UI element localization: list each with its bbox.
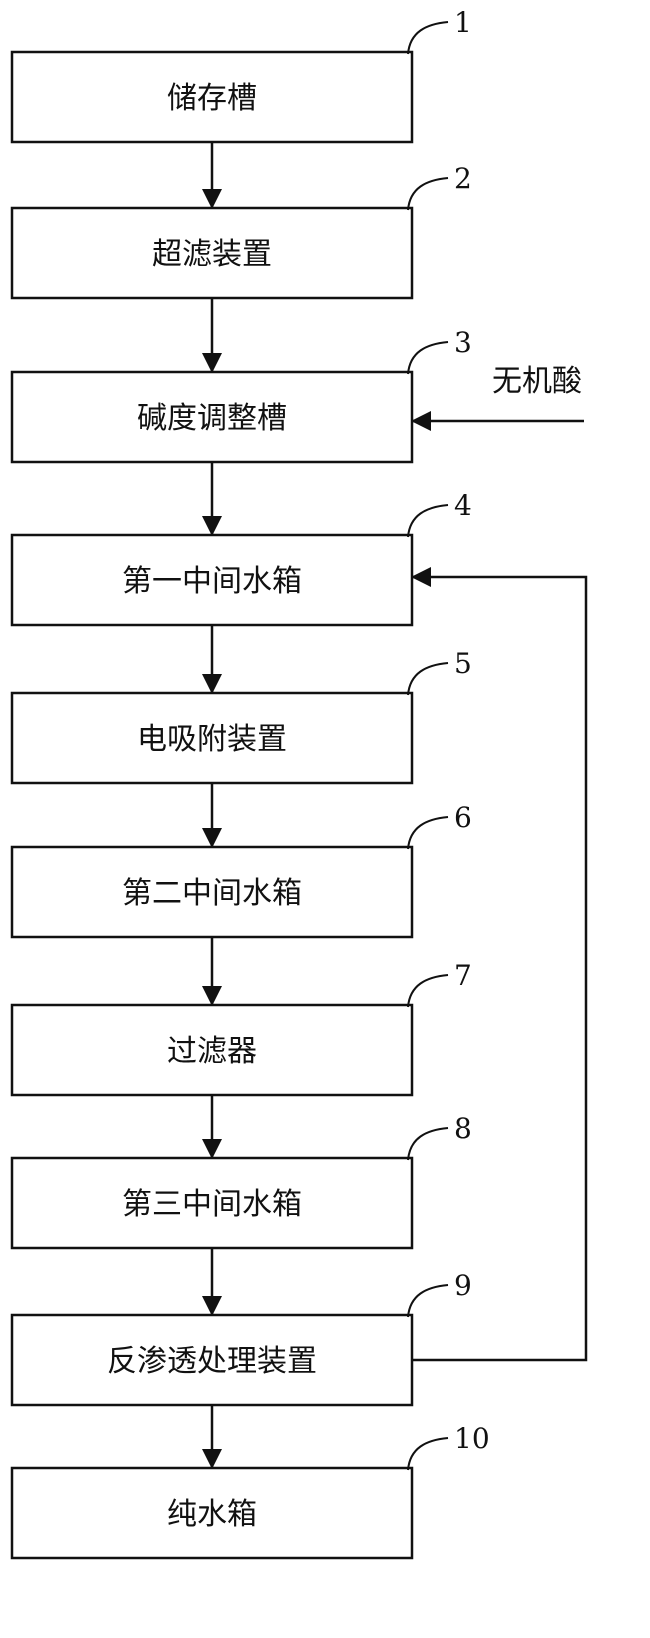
reference-number: 7 [454,959,472,992]
process-label: 第一中间水箱 [122,564,302,599]
process-label: 碱度调整槽 [137,401,287,436]
reference-leader [407,21,449,55]
process-box [10,1156,414,1250]
reference-number: 6 [454,801,472,834]
reference-leader [407,1127,449,1161]
reference-leader [407,974,449,1008]
reference-leader [407,662,449,696]
reference-number: 4 [454,489,472,522]
reference-number: 8 [454,1112,472,1145]
process-label: 储存槽 [167,81,257,116]
process-label: 纯水箱 [167,1497,257,1532]
reference-leader [407,177,449,211]
flow-layer: 储存槽 1 超滤装置 2 碱度调整槽 3 第一中间水箱 4 电吸附装置 5 第二中间水箱 6 过滤器 7 第… [10,6,588,1560]
reference-leader [407,1284,449,1318]
process-box [10,1003,414,1097]
reference-number: 2 [454,162,472,195]
reference-number: 10 [454,1422,490,1455]
side-input-label: 无机酸 [492,364,582,399]
process-box [10,691,414,785]
process-box [10,845,414,939]
reference-number: 9 [454,1269,472,1302]
process-label: 过滤器 [167,1034,257,1069]
process-label: 第三中间水箱 [122,1187,302,1222]
reference-leader [407,504,449,538]
reference-number: 5 [454,647,472,680]
feedback-loop-arrow [411,567,588,1362]
reference-leader [407,341,449,375]
process-box [10,1466,414,1560]
reference-leader [407,816,449,850]
process-box [10,50,414,144]
process-label: 第二中间水箱 [122,876,302,911]
process-box [10,1313,414,1407]
process-box [10,206,414,300]
reference-number: 3 [454,326,472,359]
process-box [10,533,414,627]
process-label: 超滤装置 [152,237,272,272]
reference-number: 1 [454,6,472,39]
process-label: 电吸附装置 [137,722,287,757]
reference-leader [407,1437,449,1471]
process-box [10,370,414,464]
process-label: 反渗透处理装置 [107,1344,317,1379]
